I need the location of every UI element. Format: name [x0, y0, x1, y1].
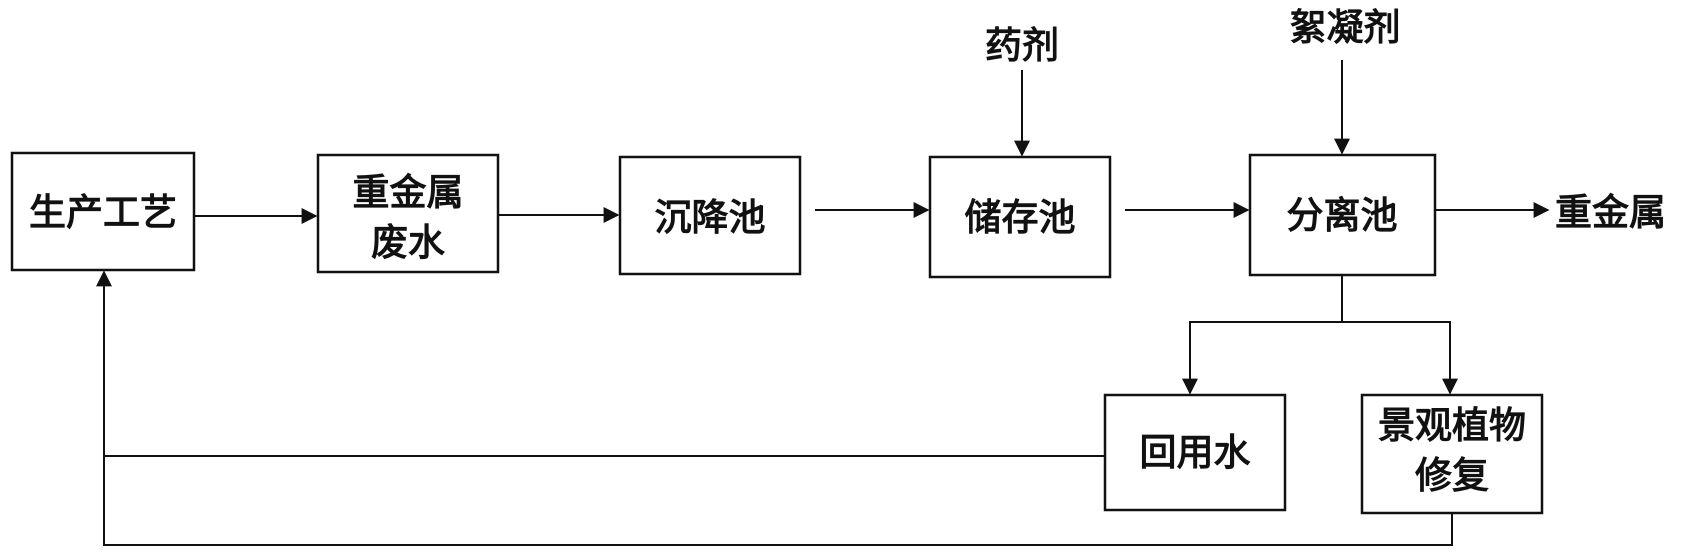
separation-tank-label: 分离池 [1287, 194, 1398, 237]
settling-tank-label: 沉降池 [655, 196, 766, 239]
landscape-plant-restoration-label-line2: 修复 [1415, 454, 1489, 497]
production-process-node: 生产工艺 [10, 151, 196, 272]
production-process-label: 生产工艺 [29, 191, 177, 234]
settling-tank-node: 沉降池 [618, 155, 802, 276]
heavy-metal-wastewater-node: 重金属 废水 [316, 153, 500, 274]
heavy-metal-wastewater-label-line1: 重金属 [353, 171, 464, 214]
separation-tank-node: 分离池 [1248, 153, 1437, 277]
heavy-metal-output-label: 重金属 [1555, 191, 1666, 234]
storage-tank-node: 储存池 [928, 155, 1112, 279]
storage-tank-label: 储存池 [965, 196, 1076, 239]
landscape-plant-restoration-label-line1: 景观植物 [1378, 404, 1526, 447]
arrow-landscape-feedback-to-process [96, 270, 1453, 546]
heavy-metal-wastewater-label-line2: 废水 [371, 221, 446, 264]
arrow-split-to-reused-water [1182, 321, 1342, 395]
landscape-plant-restoration-node: 景观植物 修复 [1360, 393, 1544, 515]
arrow-split-to-landscape [1342, 321, 1458, 395]
reused-water-label: 回用水 [1140, 431, 1252, 474]
reused-water-node: 回用水 [1103, 393, 1287, 512]
reagent-input-label: 药剂 [985, 24, 1059, 67]
flocculant-input-label: 絮凝剂 [1290, 6, 1401, 49]
